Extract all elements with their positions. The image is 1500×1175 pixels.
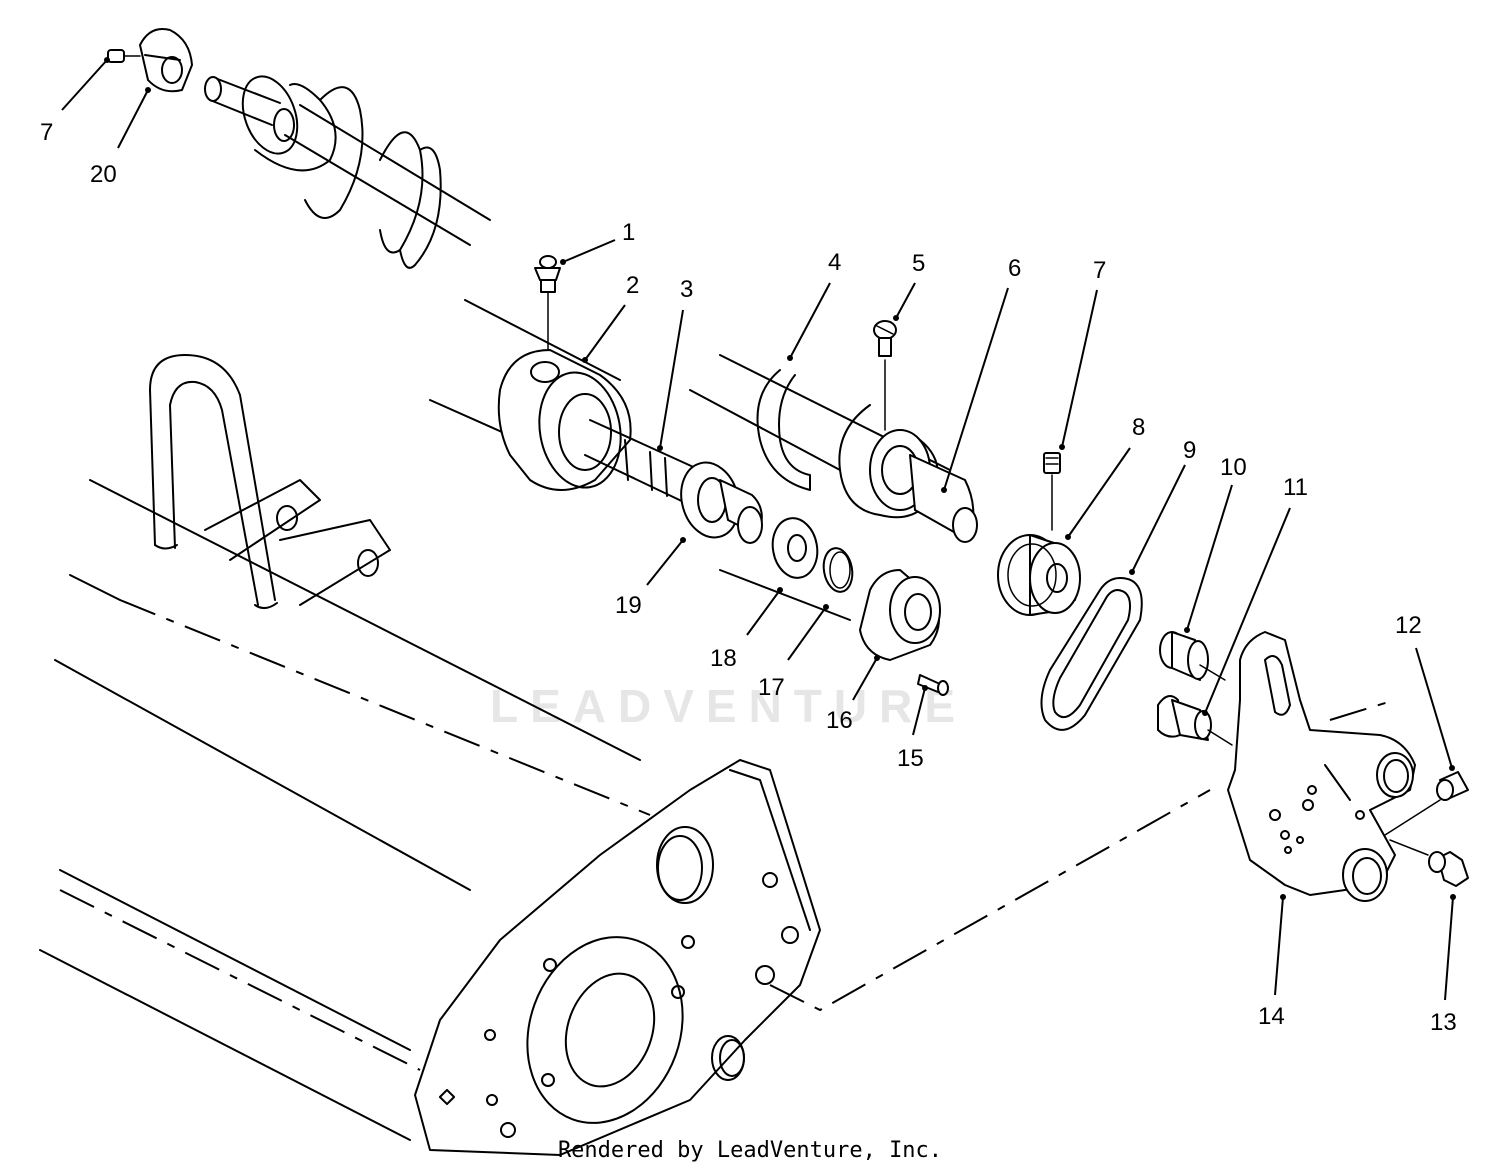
side-plate — [414, 759, 821, 1156]
bushing-10 — [1159, 631, 1226, 681]
callout-7-middle: 7 — [1093, 257, 1106, 284]
screw-5 — [873, 320, 897, 431]
alignment-lines — [769, 699, 1396, 1012]
callout-5: 5 — [912, 250, 925, 277]
flange-bearing-16 — [719, 569, 941, 661]
callout-20: 20 — [90, 161, 117, 188]
callout-15: 15 — [897, 745, 924, 772]
grease-fitting-1 — [534, 255, 561, 361]
callout-1: 1 — [622, 219, 635, 246]
callout-9: 9 — [1183, 437, 1196, 464]
auger-shaft-lower — [689, 354, 978, 543]
callout-18: 18 — [710, 645, 737, 672]
belt-9 — [1040, 577, 1143, 731]
callout-17: 17 — [758, 674, 785, 701]
callout-8: 8 — [1132, 414, 1145, 441]
bolt-12 — [1384, 771, 1469, 836]
pulley-8 — [997, 534, 1081, 616]
setscrew-7-middle — [1043, 452, 1061, 531]
pivot-pin-11 — [1157, 695, 1233, 746]
setscrew-7-top — [107, 49, 141, 63]
callout-3: 3 — [680, 276, 693, 303]
callout-13: 13 — [1430, 1009, 1457, 1036]
bolt-13 — [1389, 839, 1469, 887]
washer-18 — [771, 517, 819, 579]
ring-17 — [822, 547, 854, 593]
watermark-text: LEADVENTURE — [490, 680, 967, 732]
bearing-housing-2 — [429, 299, 632, 491]
auger-shaft-upper — [204, 75, 491, 269]
callout-10: 10 — [1220, 454, 1247, 481]
callout-labels: 7 20 1 2 3 4 5 6 7 8 9 10 11 12 13 14 15… — [40, 119, 1457, 1036]
callout-16: 16 — [826, 707, 853, 734]
callout-14: 14 — [1258, 1003, 1285, 1030]
callout-6: 6 — [1008, 255, 1021, 282]
callout-19: 19 — [615, 592, 642, 619]
callout-leaders — [61, 57, 1456, 1001]
collar-20 — [139, 28, 193, 93]
shaft-3 — [584, 419, 763, 544]
callout-7-top: 7 — [40, 119, 53, 146]
callout-4: 4 — [828, 249, 841, 276]
callout-12: 12 — [1395, 612, 1422, 639]
housing-tube — [39, 479, 651, 1141]
bolt-15 — [917, 674, 949, 696]
idler-arm-14 — [1227, 631, 1416, 902]
footer-credit: Rendered by LeadVenture, Inc. — [557, 1138, 943, 1163]
u-handle — [149, 354, 391, 609]
callout-11: 11 — [1283, 474, 1308, 501]
callout-2: 2 — [626, 272, 639, 299]
